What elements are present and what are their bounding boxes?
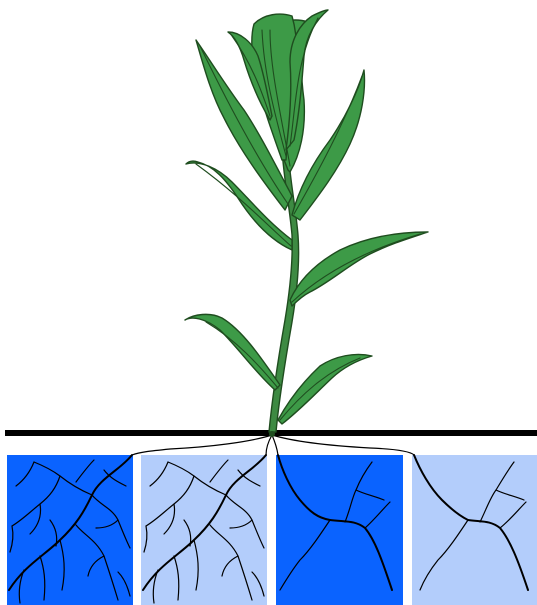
leaf-lower-left <box>185 314 280 390</box>
soil-panel-4 <box>412 455 537 605</box>
soil-panel-3 <box>276 455 403 605</box>
stem-base <box>269 431 275 437</box>
leaves <box>185 10 428 424</box>
upper-roots <box>132 435 414 455</box>
leaf-lower-right <box>278 354 372 424</box>
leaf-mid-right <box>290 232 428 306</box>
leaf-veins <box>196 18 420 420</box>
